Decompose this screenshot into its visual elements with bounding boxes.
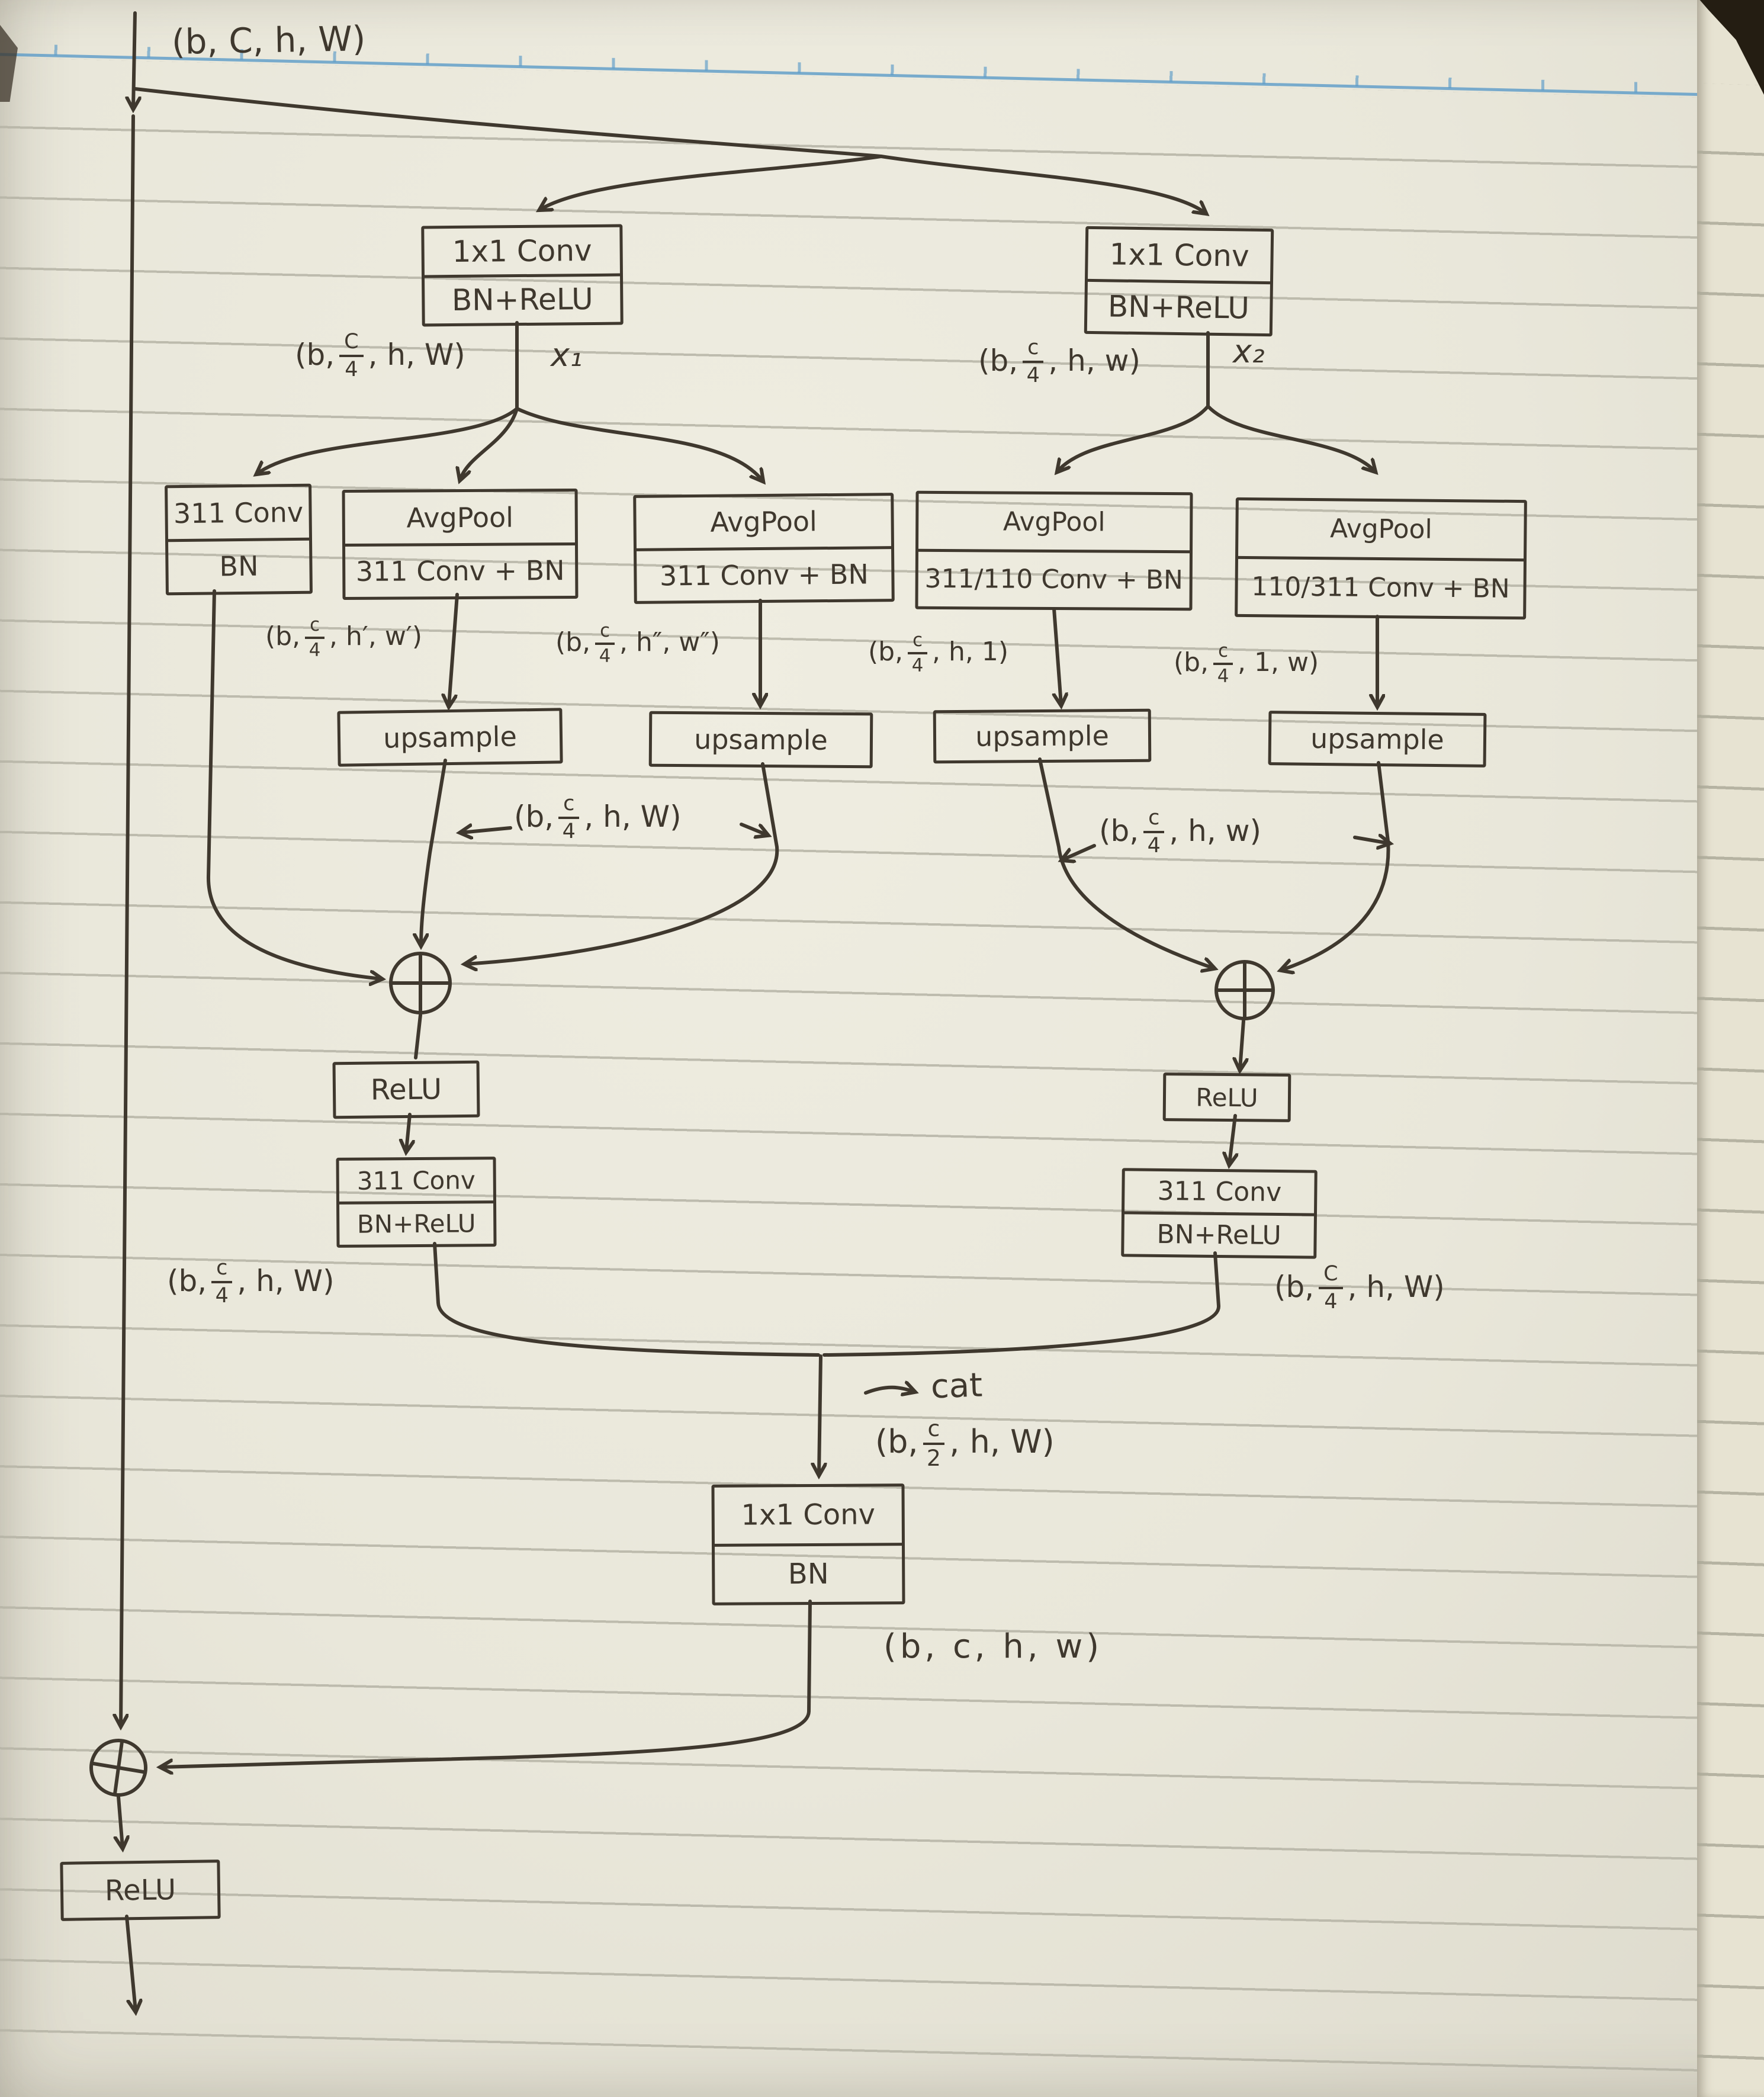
x1-to-avgpool2	[515, 407, 763, 481]
conv-out-left-box: 311 Conv BN+ReLU	[336, 1157, 497, 1248]
x1-to-avgpool1	[460, 407, 519, 480]
upsample2-label: upsample	[694, 723, 828, 756]
sum-node-left	[389, 952, 452, 1014]
conv-final-title: 1x1 Conv	[741, 1498, 876, 1532]
cat-down	[819, 1354, 821, 1475]
cat-label: cat	[930, 1366, 984, 1406]
avgpool3-out	[1054, 607, 1061, 705]
sum-bottom-to-relu	[118, 1795, 123, 1848]
sum-right-to-relu	[1240, 1019, 1244, 1070]
avgpool4-sub: 110/311 Conv + BN	[1238, 555, 1524, 617]
mid-right-arrow-right	[1353, 837, 1389, 843]
x1-label: x₁	[551, 336, 583, 374]
conv-bn-box: 311 Conv BN	[165, 483, 313, 596]
conv-bn-out	[206, 589, 381, 979]
conv1x1-left-title: 1x1 Conv	[452, 233, 592, 269]
conv-out-left-sub: BN+ReLU	[339, 1200, 494, 1245]
upsample1-label: upsample	[383, 720, 518, 754]
input-shape-label: (b, C, h, W)	[171, 18, 366, 62]
avgpool1-out	[449, 593, 459, 706]
relu-left-box: ReLU	[332, 1060, 480, 1119]
cat-arrow	[864, 1388, 914, 1393]
skip-line-top	[133, 11, 135, 108]
relu-right-to-conv	[1229, 1114, 1235, 1164]
conv-left-to-cat	[433, 1242, 820, 1357]
conv-bn-sub: BN	[168, 537, 310, 593]
upsample1-box: upsample	[337, 708, 563, 767]
avgpool1-sub: 311 Conv + BN	[345, 542, 576, 598]
avgpool2-sub: 311 Conv + BN	[636, 545, 892, 601]
avgpool3-title: AvgPool	[1003, 506, 1106, 538]
upsample4-box: upsample	[1268, 711, 1487, 767]
skip-line	[121, 114, 135, 1726]
conv-out-right-box: 311 Conv BN+ReLU	[1121, 1168, 1318, 1259]
relu-final-label: ReLU	[104, 1873, 176, 1907]
conv-final-box: 1x1 Conv BN	[711, 1483, 905, 1605]
sum-node-right	[1214, 960, 1275, 1020]
conv-out-right-title: 311 Conv	[1157, 1176, 1282, 1208]
x2-to-avgpool3	[1058, 404, 1210, 471]
avgpool1-box: AvgPool 311 Conv + BN	[342, 488, 579, 600]
upsample3-box: upsample	[933, 708, 1152, 764]
sum-left-to-relu	[414, 1013, 422, 1059]
conv1x1-left-box: 1x1 Conv BN+ReLU	[421, 224, 624, 327]
upsample3-out	[1038, 757, 1214, 968]
upsample4-label: upsample	[1310, 722, 1445, 756]
avgpool1-title: AvgPool	[406, 501, 514, 534]
relu-right-label: ReLU	[1196, 1083, 1258, 1112]
x2-label: x₂	[1233, 333, 1265, 370]
final-shape-label: (b, c, h, w)	[883, 1627, 1103, 1666]
avgpool4-box: AvgPool 110/311 Conv + BN	[1235, 497, 1527, 620]
avgpool4-title: AvgPool	[1329, 513, 1432, 545]
upsample2-box: upsample	[648, 711, 873, 769]
fork-right	[879, 155, 1206, 213]
avgpool3-box: AvgPool 311/110 Conv + BN	[915, 490, 1193, 611]
conv-out-left-title: 311 Conv	[356, 1165, 475, 1196]
upsample4-out	[1281, 761, 1390, 970]
relu-final-box: ReLU	[60, 1860, 221, 1921]
conv1x1-right-box: 1x1 Conv BN+ReLU	[1084, 226, 1274, 337]
conv-out-right-sub: BN+ReLU	[1124, 1210, 1315, 1256]
conv1x1-right-title: 1x1 Conv	[1109, 237, 1249, 274]
avgpool2-title: AvgPool	[710, 505, 818, 539]
upsample1-out	[421, 759, 447, 945]
relu-right-box: ReLU	[1162, 1072, 1291, 1122]
final-conv-out	[161, 1600, 812, 1767]
upsample2-out	[465, 762, 779, 964]
conv-right-to-cat	[822, 1251, 1221, 1357]
input-branch	[133, 87, 883, 158]
next-page-edge	[1697, 0, 1764, 2097]
mid-left-arrow-left	[461, 828, 512, 833]
mid-right-arrow-left	[1062, 844, 1096, 860]
sum-node-bottom	[89, 1739, 147, 1797]
avgpool3-sub: 311/110 Conv + BN	[918, 548, 1190, 608]
conv1x1-left-sub: BN+ReLU	[424, 273, 621, 324]
upsample3-label: upsample	[975, 720, 1109, 753]
conv-final-sub: BN	[714, 1542, 902, 1603]
conv-bn-title: 311 Conv	[173, 496, 304, 529]
mid-left-arrow-right	[740, 823, 767, 835]
conv1x1-right-sub: BN+ReLU	[1087, 278, 1271, 334]
avgpool2-box: AvgPool 311 Conv + BN	[633, 493, 895, 604]
relu-bottom-out	[125, 1915, 136, 2011]
relu-left-to-conv	[406, 1113, 410, 1151]
fork-left	[540, 155, 883, 210]
x1-to-conv-bn	[257, 407, 519, 474]
x2-to-avgpool4	[1206, 404, 1375, 471]
relu-left-label: ReLU	[370, 1072, 442, 1107]
